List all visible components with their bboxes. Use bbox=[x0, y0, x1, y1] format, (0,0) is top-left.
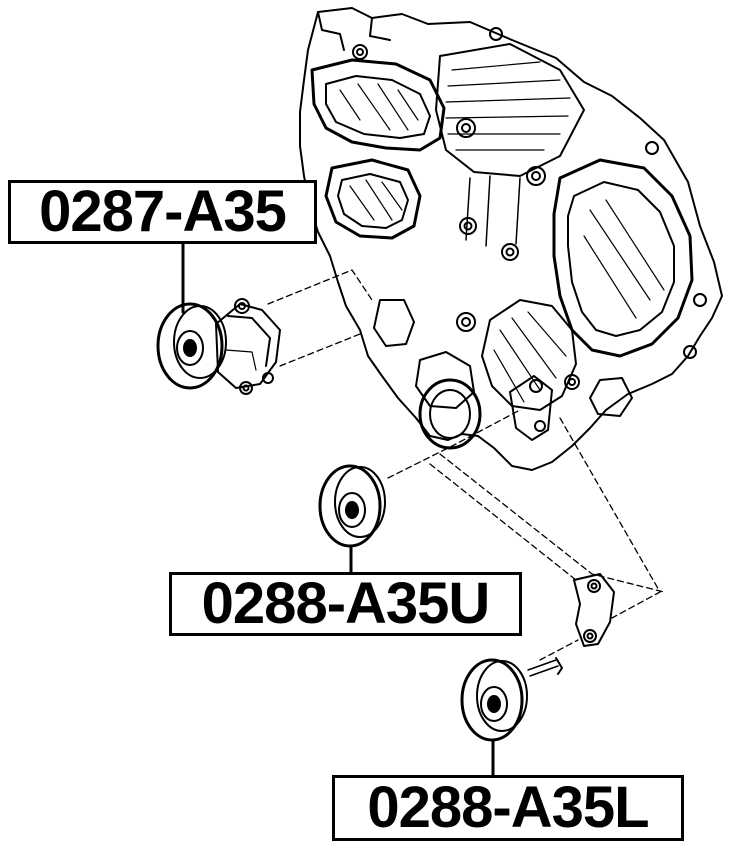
leader-lines bbox=[181, 242, 495, 777]
engine-timing-cover bbox=[299, 7, 723, 471]
part-label-lower-idler: 0288-A35L bbox=[332, 775, 684, 841]
lower-idler-pulley bbox=[460, 658, 528, 742]
upper-idler-pulley bbox=[318, 464, 386, 548]
tensioner-assembly bbox=[156, 298, 281, 395]
lower-idler-bracket bbox=[527, 573, 615, 677]
part-label-tensioner: 0287-A35 bbox=[8, 180, 317, 244]
part-label-upper-idler: 0288-A35U bbox=[169, 572, 522, 636]
assembly-guide-lines bbox=[267, 269, 665, 661]
